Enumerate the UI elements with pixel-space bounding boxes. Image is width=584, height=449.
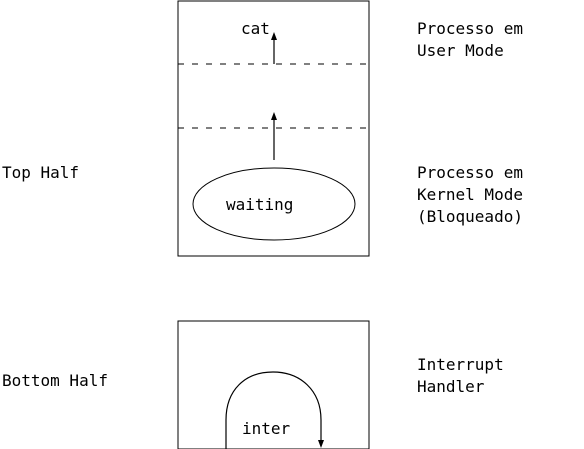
kernel-mode-label-line3: (Bloqueado) — [417, 207, 523, 226]
interrupt-handler-label-line1: Interrupt — [417, 355, 504, 374]
waiting-label: waiting — [226, 195, 293, 214]
interrupt-loop-path — [225, 371, 322, 449]
lower-arrow-head — [271, 112, 277, 120]
waiting-ellipse — [192, 167, 356, 241]
user-mode-label-line1: Processo em — [417, 19, 523, 38]
kernel-mode-label-line2: Kernel Mode — [417, 185, 523, 204]
interrupt-loop-arrow-head — [318, 440, 324, 448]
user-mode-label-line2: User Mode — [417, 41, 504, 60]
upper-arrow-head — [271, 32, 277, 40]
top-half-label: Top Half — [2, 163, 79, 182]
bottom-half-label: Bottom Half — [2, 371, 108, 390]
interrupt-handler-label-line2: Handler — [417, 377, 485, 396]
kernel-mode-label-line1: Processo em — [417, 163, 523, 182]
bottom-half-box — [177, 320, 370, 449]
cat-process-label: cat — [241, 19, 270, 38]
inter-label: inter — [242, 419, 291, 438]
